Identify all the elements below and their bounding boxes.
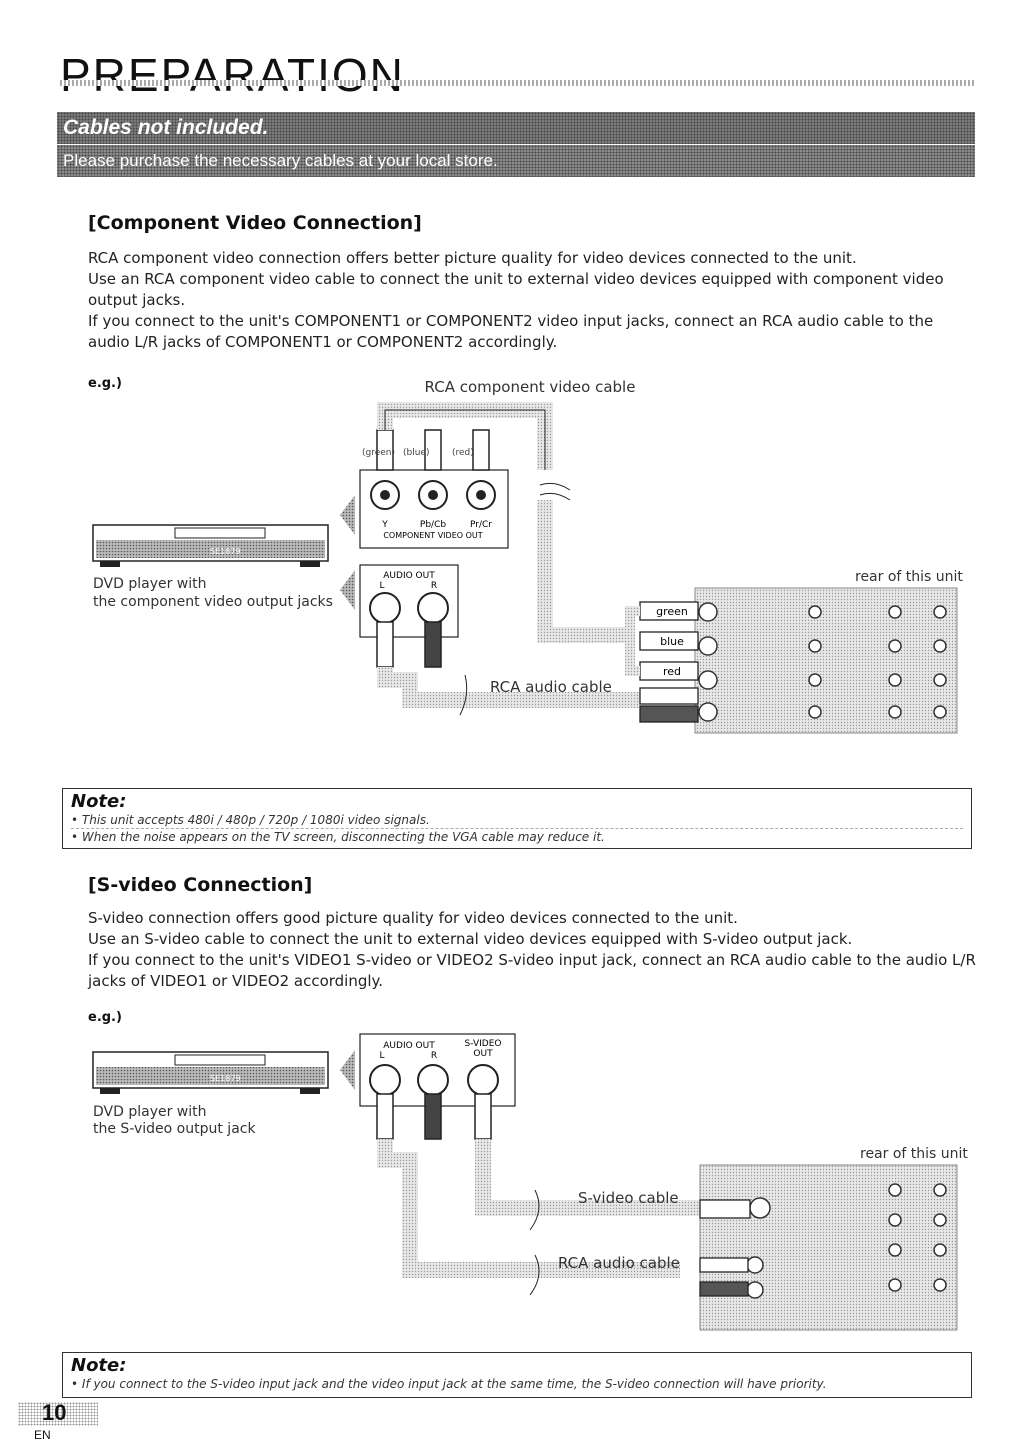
audio-cable <box>377 667 640 708</box>
rear-unit-label: rear of this unit <box>855 569 963 585</box>
svideo-paragraph: S-video connection offers good picture q… <box>88 909 738 927</box>
tag-blue: blue <box>660 635 684 648</box>
component-out-label: COMPONENT VIDEO OUT <box>383 531 482 540</box>
dvd-label-line2: the S-video output jack <box>93 1121 256 1137</box>
rear-unit-panel <box>694 587 958 734</box>
page-title: PREPARATION <box>60 49 405 101</box>
audio-r-label: R <box>431 1051 437 1061</box>
audio-cable-label: RCA audio cable <box>490 678 612 696</box>
dvd-brand-text: SE1879 <box>210 1074 241 1083</box>
svideo-out-label: S-VIDEO <box>465 1039 502 1049</box>
component-description: RCA component video connection offers be… <box>88 248 978 353</box>
cables-banner-note: Please purchase the necessary cables at … <box>57 145 975 177</box>
audio-jack-l <box>369 592 401 624</box>
note-list: If you connect to the S-video input jack… <box>71 1376 963 1392</box>
note-title: Note: <box>71 791 127 812</box>
audio-out-label: AUDIO OUT <box>383 571 435 581</box>
component-paragraph: Use an RCA component video cable to conn… <box>88 270 944 309</box>
jack-pb-label: Pb/Cb <box>420 520 446 530</box>
svideo-description: S-video connection offers good picture q… <box>88 908 978 992</box>
audio-r-label: R <box>431 581 437 591</box>
note-item: If you connect to the S-video input jack… <box>71 1376 963 1392</box>
rear-unit-label: rear of this unit <box>860 1146 968 1162</box>
component-cable-label: RCA component video cable <box>425 378 636 396</box>
audio-jack-r <box>417 592 449 624</box>
note-box: Note: This unit accepts 480i / 480p / 72… <box>62 788 972 849</box>
svideo-jack <box>467 1064 499 1096</box>
plug-blue-label: (blue) <box>403 448 429 458</box>
svideo-connection-diagram: SE1879 DVD player with the S-video outpu… <box>92 1033 968 1331</box>
component-connection-diagram: RCA component video cable SE1879 DVD pla… <box>92 378 963 734</box>
plug-red-label: (red) <box>452 448 474 458</box>
component-cable <box>377 402 553 470</box>
audio-out-label: AUDIO OUT <box>383 1041 435 1051</box>
dvd-label-line1: DVD player with <box>93 576 207 592</box>
audio-l-label: L <box>379 581 384 591</box>
dvd-label-line2: the component video output jacks <box>93 594 333 610</box>
audio-jack-l <box>369 1064 401 1096</box>
example-label: e.g.) <box>88 376 122 391</box>
svideo-cable-label: S-video cable <box>578 1189 679 1207</box>
header-rule <box>60 80 975 86</box>
plug-green-label: (green) <box>362 448 395 458</box>
jack-y-label: Y <box>381 520 388 530</box>
component-paragraph: RCA component video connection offers be… <box>88 249 857 267</box>
dvd-brand-text: SE1879 <box>210 547 241 556</box>
jack-pr-label: Pr/Cr <box>470 520 492 530</box>
component-jack-pr <box>466 480 496 510</box>
note-list: This unit accepts 480i / 480p / 720p / 1… <box>71 812 963 845</box>
plug-blue <box>424 429 442 471</box>
page-number-badge: 10 <box>18 1400 98 1426</box>
dvd-player-device: SE1879 <box>92 524 329 567</box>
audio-cable <box>377 1139 680 1278</box>
note-box: Note: If you connect to the S-video inpu… <box>62 1352 972 1398</box>
zoom-arrow-icon <box>340 495 355 535</box>
note-item: This unit accepts 480i / 480p / 720p / 1… <box>71 812 963 828</box>
svideo-cable <box>475 1139 700 1216</box>
audio-jack-r <box>417 1064 449 1096</box>
note-item: When the noise appears on the TV screen,… <box>71 828 963 845</box>
audio-cable-label: RCA audio cable <box>558 1254 680 1272</box>
zoom-arrow-icon <box>340 570 355 610</box>
svideo-out-label: OUT <box>473 1049 493 1059</box>
component-jack-pb <box>418 480 448 510</box>
example-label: e.g.) <box>88 1010 122 1025</box>
dvd-label-line1: DVD player with <box>93 1104 207 1120</box>
component-jack-y <box>370 480 400 510</box>
tag-red: red <box>663 665 681 678</box>
page-number: 10 <box>42 1400 67 1425</box>
component-paragraph: If you connect to the unit's COMPONENT1 … <box>88 312 934 351</box>
note-title: Note: <box>71 1355 127 1376</box>
tag-green: green <box>656 605 688 618</box>
dvd-player-device: SE1879 <box>92 1051 329 1094</box>
audio-l-label: L <box>379 1051 384 1061</box>
language-code: EN <box>34 1428 51 1442</box>
plug-red <box>472 429 490 471</box>
svideo-paragraph: Use an S-video cable to connect the unit… <box>88 930 853 948</box>
svideo-paragraph: If you connect to the unit's VIDEO1 S-vi… <box>88 951 976 990</box>
svideo-section-title: [S-video Connection] <box>88 874 313 896</box>
component-section-title: [Component Video Connection] <box>88 212 422 234</box>
cables-banner-title: Cables not included. <box>57 112 975 144</box>
rear-unit-panel <box>699 1164 958 1331</box>
zoom-arrow-icon <box>340 1050 355 1090</box>
